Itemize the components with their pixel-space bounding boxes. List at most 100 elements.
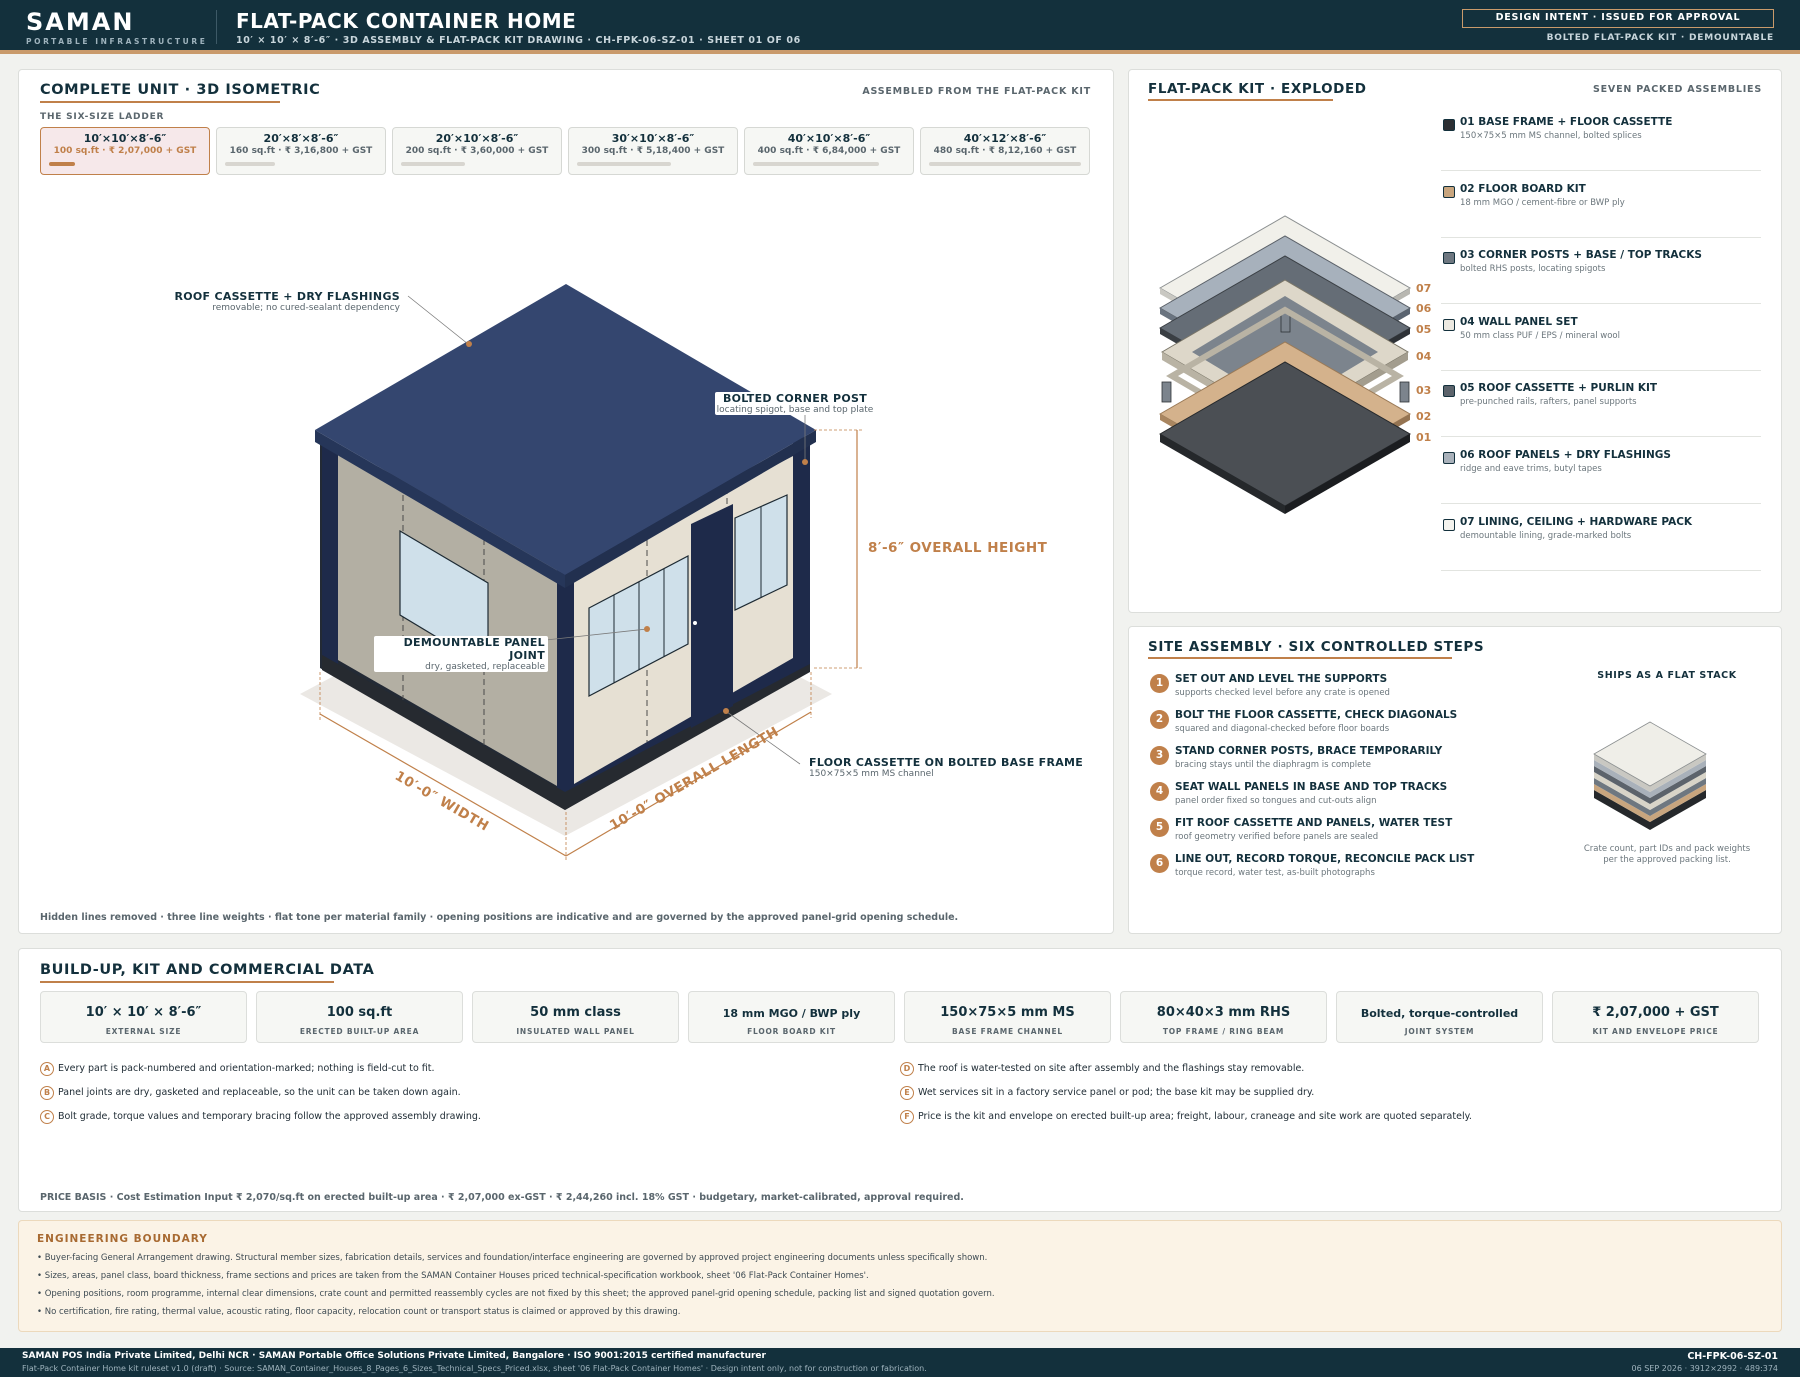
leader-joint — [545, 628, 648, 641]
corner-post-front — [557, 566, 574, 792]
fact-text: Bolt grade, torque values and temporary … — [58, 1111, 481, 1122]
fact-text: Every part is pack-numbered and orientat… — [58, 1063, 435, 1074]
kit-item-title: 01 BASE FRAME + FLOOR CASSETTE — [1460, 116, 1673, 128]
callout-joint: DEMOUNTABLE PANEL JOINT dry, gasketed, r… — [374, 636, 548, 672]
step-number: 1 — [1150, 674, 1169, 693]
spec-value: 150×75×5 mm MS — [940, 1005, 1075, 1020]
size-option[interactable]: 20′×8′×8′-6″160 sq.ft · ₹ 3,16,800 + GST — [216, 127, 386, 175]
fact-text: Panel joints are dry, gasketed and repla… — [58, 1087, 461, 1098]
kit-swatch — [1443, 385, 1455, 398]
size-option-name: 40′×10′×8′-6″ — [787, 132, 871, 145]
callout-post: BOLTED CORNER POST locating spigot, base… — [715, 392, 875, 415]
fact-letter: B — [40, 1086, 54, 1100]
unit-panel-tag: ASSEMBLED FROM THE FLAT-PACK KIT — [862, 86, 1091, 97]
size-scale-bar — [401, 162, 465, 166]
kit-item-sub: pre-punched rails, rafters, panel suppor… — [1460, 397, 1637, 408]
step-sub: squared and diagonal-checked before floo… — [1175, 724, 1390, 734]
leader-dot — [466, 341, 472, 347]
buildup-title-underline — [40, 981, 334, 983]
spec-value: 18 mm MGO / BWP ply — [722, 1007, 861, 1020]
spec-value: 10′ × 10′ × 8′-6″ — [85, 1005, 202, 1020]
footer-company: SAMAN POS India Private Limited, Delhi N… — [22, 1351, 766, 1361]
size-scale-bar — [49, 162, 75, 166]
corner-post-left — [322, 436, 338, 664]
kit-swatch — [1443, 518, 1455, 531]
spec-label: FLOOR BOARD KIT — [747, 1027, 836, 1036]
height-dimension-label: 8′-6″ OVERALL HEIGHT — [868, 540, 1048, 556]
boundary-line: • Buyer-facing General Arrangement drawi… — [37, 1253, 988, 1263]
size-option-name: 30′×10′×8′-6″ — [611, 132, 695, 145]
kit-panel-title: FLAT-PACK KIT · EXPLODED — [1148, 81, 1367, 97]
spec-value: 50 mm class — [530, 1005, 621, 1020]
steps-panel-title: SITE ASSEMBLY · SIX CONTROLLED STEPS — [1148, 639, 1485, 655]
fact-letter: D — [900, 1062, 914, 1076]
kit-swatch — [1443, 252, 1455, 265]
base-rail-left — [322, 655, 565, 810]
kit-layer-number: 05 — [1416, 323, 1432, 336]
width-dimension — [319, 713, 567, 857]
boundary-line: • Sizes, areas, panel class, board thick… — [37, 1271, 869, 1281]
spec-label: EXTERNAL SIZE — [105, 1027, 182, 1036]
step-sub: supports checked level before any crate … — [1175, 688, 1390, 698]
kit-layer-number: 07 — [1416, 282, 1432, 295]
step-number: 4 — [1150, 782, 1169, 801]
price-basis: PRICE BASIS · Cost Estimation Input ₹ 2,… — [40, 1192, 964, 1203]
roof-fascia-left — [315, 430, 565, 588]
flat-stack-note: Crate count, part IDs and pack weights p… — [1583, 844, 1751, 865]
exploded-kit-drawing — [1158, 215, 1412, 514]
size-ladder-label: THE SIX-SIZE LADDER — [40, 112, 165, 122]
kit-swatch — [1443, 119, 1455, 131]
page-subtitle: 10′ × 10′ × 8′-6″ · 3D ASSEMBLY & FLAT-P… — [236, 35, 801, 46]
spec-value: ₹ 2,07,000 + GST — [1592, 1005, 1719, 1020]
kit-layer-number: 01 — [1416, 431, 1432, 444]
roof-cassette — [315, 284, 816, 575]
boundary-line: • No certification, fire rating, thermal… — [37, 1307, 681, 1317]
step-sub: torque record, water test, as-built phot… — [1175, 868, 1375, 878]
step-number: 6 — [1150, 854, 1169, 873]
kit-panel-tag: SEVEN PACKED ASSEMBLIES — [1592, 84, 1762, 95]
leader-dot — [723, 708, 729, 714]
stack-top — [1593, 721, 1707, 787]
flat-stack-title: SHIPS AS A FLAT STACK — [1597, 670, 1737, 681]
size-scale-bar — [577, 162, 671, 166]
callout-floor-sub: 150×75×5 mm MS channel — [809, 769, 934, 779]
step-number: 5 — [1150, 818, 1169, 837]
step-title: SEAT WALL PANELS IN BASE AND TOP TRACKS — [1175, 781, 1448, 793]
step-title: STAND CORNER POSTS, BRACE TEMPORARILY — [1175, 745, 1443, 757]
steps-title-underline — [1148, 657, 1452, 659]
size-option[interactable]: 40′×12′×8′-6″480 sq.ft · ₹ 8,12,160 + GS… — [920, 127, 1090, 175]
title-bar: SAMAN PORTABLE INFRASTRUCTURE FLAT-PACK … — [0, 0, 1800, 54]
kit-item-sub: 18 mm MGO / cement-fibre or BWP ply — [1460, 197, 1625, 208]
leader-dot — [644, 626, 650, 632]
brand-tagline: PORTABLE INFRASTRUCTURE — [26, 37, 208, 46]
spec-card: 10′ × 10′ × 8′-6″ EXTERNAL SIZE — [40, 991, 247, 1043]
kit-item: 01 BASE FRAME + FLOOR CASSETTE 150×75×5 m… — [1441, 113, 1761, 171]
size-option-name: 40′×12′×8′-6″ — [963, 132, 1047, 145]
kit-layer-01-edge — [1160, 434, 1285, 514]
size-option[interactable]: 30′×10′×8′-6″300 sq.ft · ₹ 5,18,400 + GS… — [568, 127, 738, 175]
callout-floor-title: FLOOR CASSETTE ON BOLTED BASE FRAME — [809, 756, 1084, 769]
drawing-note: Hidden lines removed · three line weight… — [40, 912, 959, 923]
kit-item-sub: ridge and eave trims, butyl tapes — [1460, 464, 1602, 474]
status-subtitle: BOLTED FLAT-PACK KIT · DEMOUNTABLE — [1546, 33, 1774, 43]
size-option[interactable]: 20′×10′×8′-6″200 sq.ft · ₹ 3,60,000 + GS… — [392, 127, 562, 175]
spec-label: JOINT SYSTEM — [1404, 1027, 1475, 1036]
kit-item-sub: 150×75×5 mm MS channel, bolted splices — [1460, 131, 1642, 141]
size-scale-bar — [753, 162, 879, 166]
spec-value: 100 sq.ft — [326, 1005, 393, 1020]
kit-item-title: 03 CORNER POSTS + BASE / TOP TRACKS — [1460, 249, 1702, 262]
crate-stack — [1593, 721, 1707, 830]
size-option[interactable]: 40′×10′×8′-6″400 sq.ft · ₹ 6,84,000 + GS… — [744, 127, 914, 175]
size-option[interactable]: 10′×10′×8′-6″100 sq.ft · ₹ 2,07,000 + GS… — [40, 127, 210, 175]
page-title: FLAT-PACK CONTAINER HOME — [236, 9, 577, 33]
kit-title-underline — [1148, 99, 1333, 101]
